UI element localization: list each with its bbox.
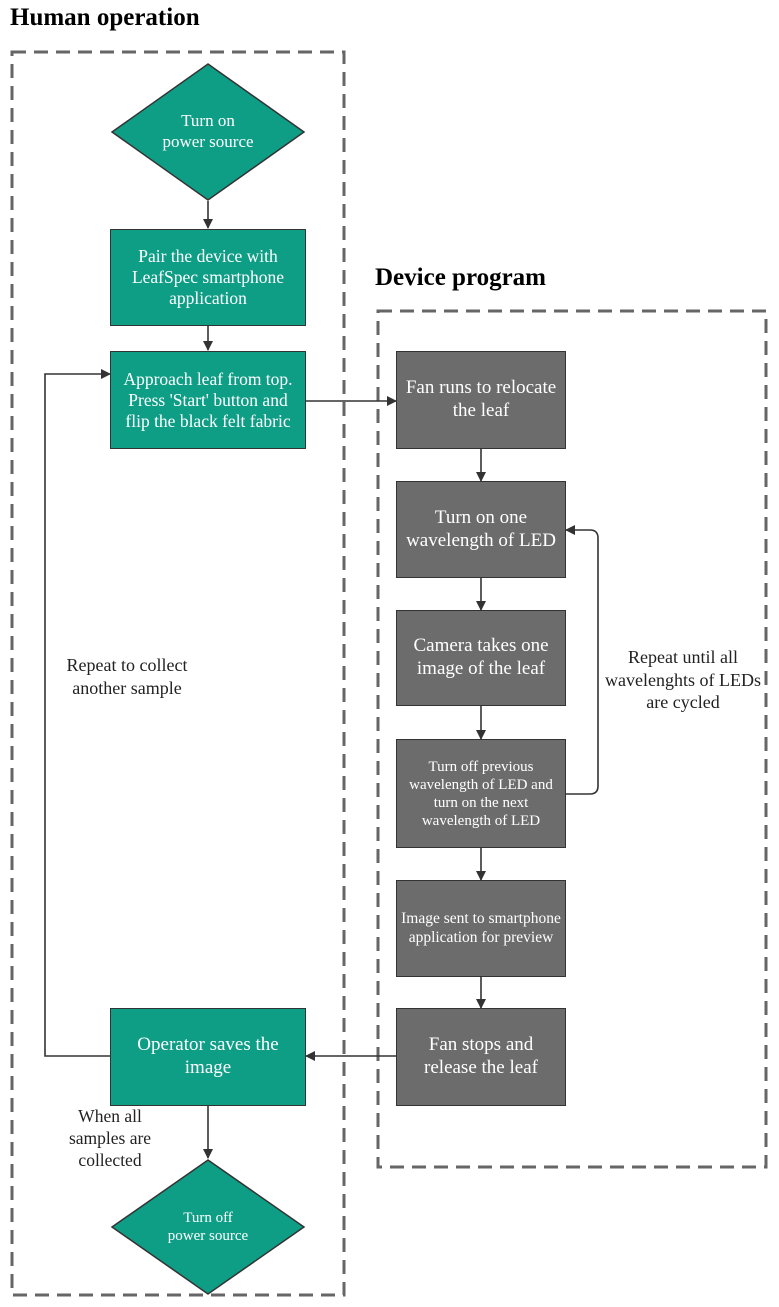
note-repeat-led: Repeat until all wavelenghts of LEDs are… — [605, 647, 761, 712]
step-power-off: Turn off power source — [167, 1209, 249, 1244]
step-power-on: Turn on power source — [162, 111, 254, 151]
device-group-border — [376, 309, 768, 1169]
note-repeat-sample: Repeat to collect another sample — [66, 655, 188, 698]
step-save-image: Operator saves the image — [110, 1008, 306, 1106]
step-led-next: Turn off previous wavelength of LED and … — [396, 739, 566, 848]
loop-repeat-sample — [44, 369, 111, 1057]
section-title-device: Device program — [375, 264, 547, 291]
step-fan-runs: Fan runs to relocate the leaf — [396, 351, 566, 449]
step-fan-stops: Fan stops and release the leaf — [396, 1008, 566, 1106]
loop-repeat-led — [565, 525, 599, 795]
human-group-border — [10, 50, 346, 1297]
step-pair-device: Pair the device with LeafSpec smartphone… — [110, 229, 306, 326]
diamond-power-off-shape — [110, 1159, 306, 1295]
step-send-image: Image sent to smartphone application for… — [396, 880, 566, 977]
section-title-human: Human operation — [10, 4, 200, 31]
diamond-power-on-shape — [110, 63, 306, 201]
step-led-on: Turn on one wavelength of LED — [396, 481, 566, 578]
step-approach-leaf: Approach leaf from top. Press 'Start' bu… — [110, 351, 306, 449]
step-camera-capture: Camera takes one image of the leaf — [396, 610, 566, 706]
note-all-collected: When all samples are collected — [68, 1106, 152, 1170]
